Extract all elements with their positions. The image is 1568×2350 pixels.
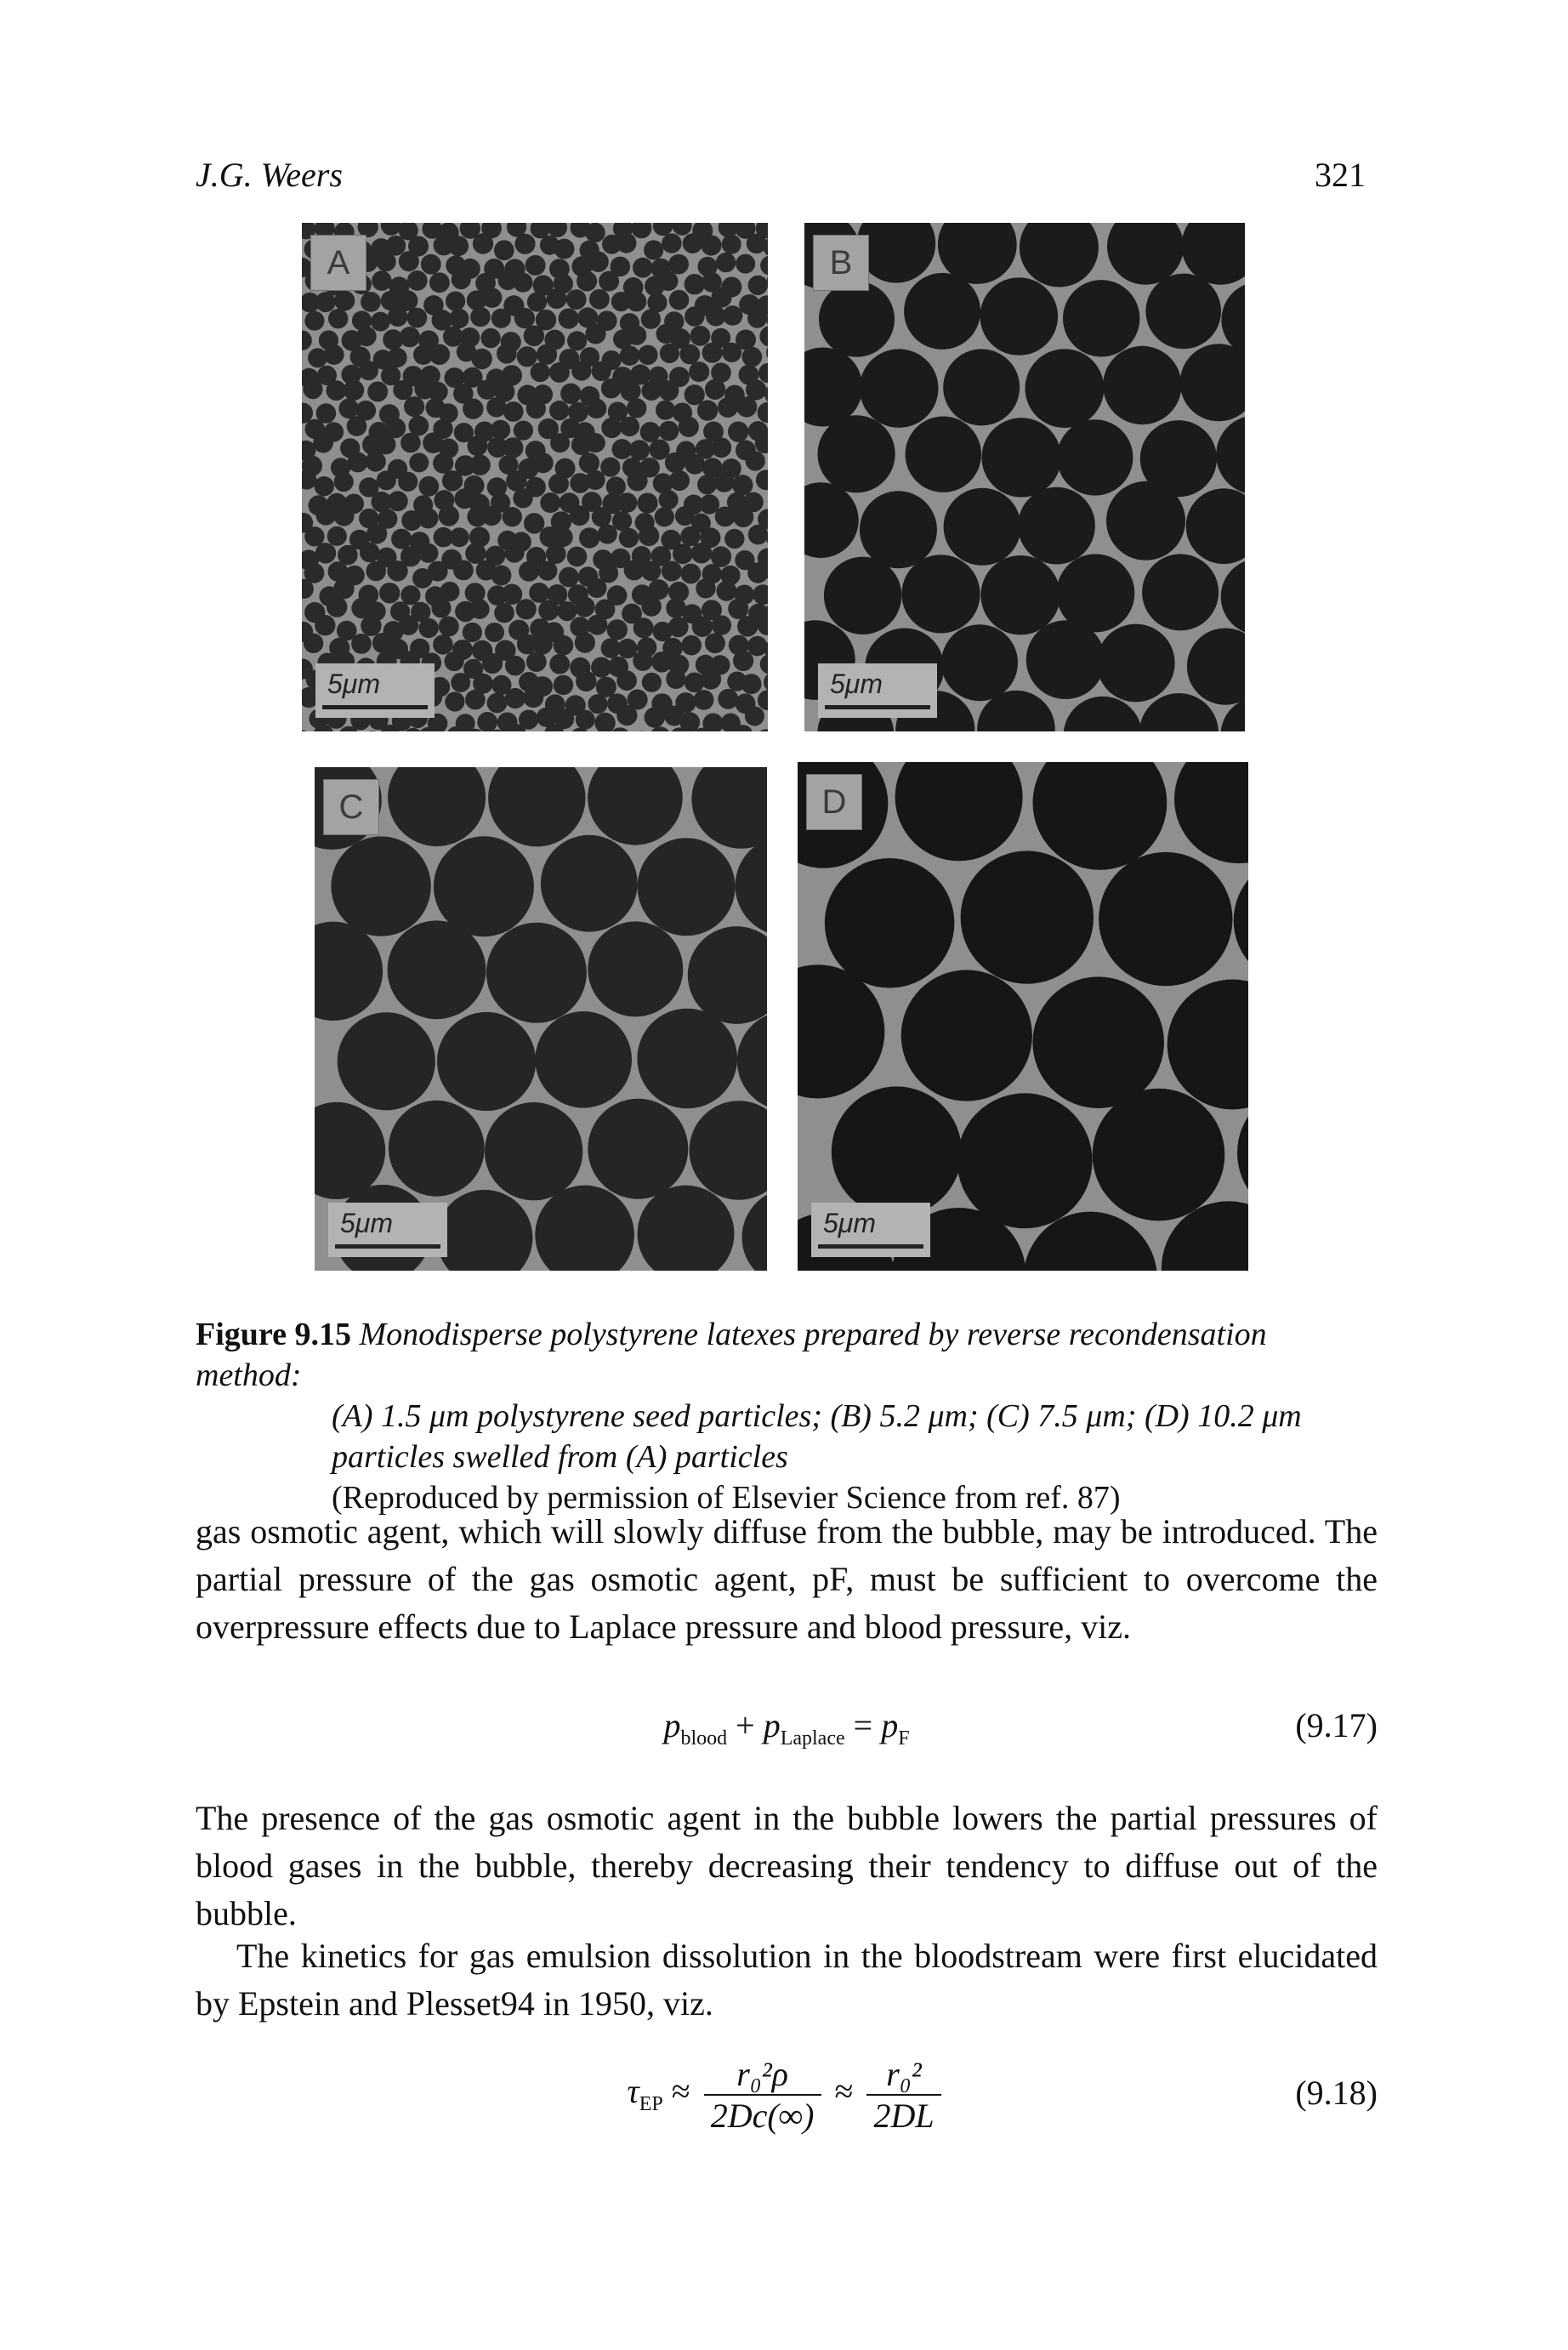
caption-line-3: particles swelled from (A) particles <box>332 1439 788 1475</box>
scale-bar-label: 5μm <box>327 669 380 699</box>
panel-label: B <box>813 235 869 291</box>
body-paragraph-1: gas osmotic agent, which will slowly dif… <box>196 1512 1378 1646</box>
running-header-author: J.G. Weers <box>196 156 343 194</box>
scale-bar-label: 5μm <box>340 1208 393 1238</box>
figure-panel-c: C 5μm <box>315 767 767 1271</box>
scale-bar: 5μm <box>315 663 435 718</box>
micrograph-b-image <box>804 223 1245 731</box>
body-paragraph-2: The presence of the gas osmotic agent in… <box>196 1799 1378 1932</box>
scale-bar: 5μm <box>818 663 937 718</box>
figure-label: Figure 9.15 <box>196 1317 351 1352</box>
figure-caption: Figure 9.15 Monodisperse polystyrene lat… <box>196 1314 1378 1518</box>
body-paragraph-3: The kinetics for gas emulsion dissolutio… <box>196 1937 1378 2023</box>
figure-panel-a: A 5μm <box>302 223 768 731</box>
scale-bar: 5μm <box>328 1203 447 1257</box>
equation-9-18: τEP ≈ r₀²ρ 2Dc(∞) ≈ r₀² 2DL (9.18) <box>627 2055 1378 2135</box>
equation-9-17: pblood + pLaplace = pF (9.17) <box>663 1706 1378 1750</box>
caption-line-1: Monodisperse polystyrene latexes prepare… <box>196 1317 1267 1393</box>
page-number: 321 <box>1315 156 1366 194</box>
panel-label: C <box>323 779 379 835</box>
panel-label: D <box>806 774 862 830</box>
equation-number: (9.17) <box>1295 1706 1378 1744</box>
figure-panel-b: B 5μm <box>804 223 1245 731</box>
micrograph-d-image <box>798 762 1248 1271</box>
figure-panel-d: D 5μm <box>798 762 1248 1271</box>
scale-bar: 5μm <box>811 1203 930 1257</box>
scale-bar-label: 5μm <box>830 669 883 699</box>
equation-number: (9.18) <box>1295 2074 1378 2112</box>
caption-credit: (Reproduced by permission of Elsevier Sc… <box>332 1480 1121 1516</box>
micrograph-c-image <box>315 767 767 1271</box>
scale-bar-label: 5μm <box>823 1208 876 1238</box>
micrograph-a-image <box>302 223 768 731</box>
caption-line-2: (A) 1.5 μm polystyrene seed particles; (… <box>332 1398 1302 1434</box>
panel-label: A <box>310 235 366 291</box>
